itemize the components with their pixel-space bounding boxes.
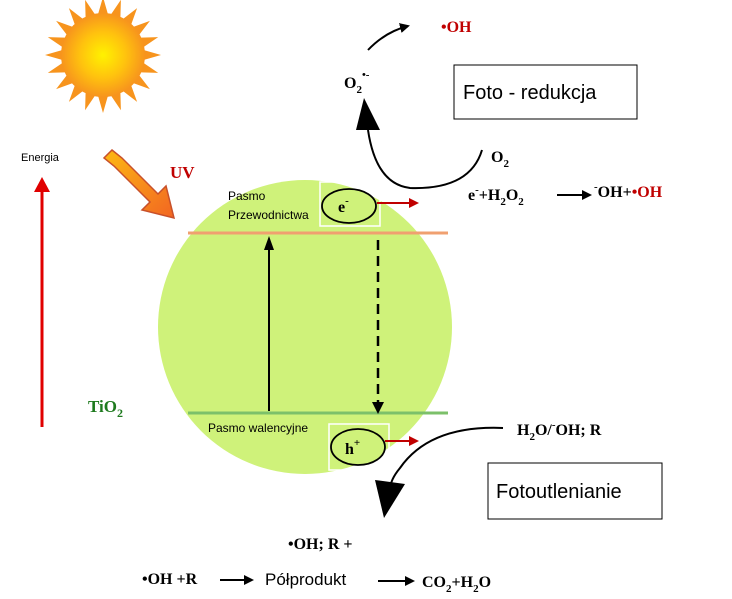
excitation-arrow xyxy=(264,236,274,411)
uv-arrow xyxy=(102,148,176,220)
electron-symbol: e- xyxy=(319,181,381,227)
foto-redukcja-box xyxy=(453,64,638,120)
o2-label: O2 xyxy=(491,149,509,170)
fotoutlenianie-label: Fotoutlenianie xyxy=(496,481,622,503)
equation-bottom-intermediate: Półprodukt xyxy=(265,570,347,589)
o2-radical-label: O2•- xyxy=(344,69,370,96)
oh-r-label: •OH; R + xyxy=(288,536,353,553)
oh-radical-top: •OH xyxy=(441,19,472,36)
energy-arrow xyxy=(34,177,50,427)
water-hydroxide-label: H2O/-OH; R xyxy=(517,419,602,443)
uv-label: UV xyxy=(170,163,195,182)
hole-symbol: h+ xyxy=(328,423,390,471)
equation-bottom-products: CO2+H2O xyxy=(422,574,491,595)
energia-label: Energia xyxy=(21,152,60,164)
equation-bottom-left: •OH +R xyxy=(142,571,198,588)
svg-text:h+: h+ xyxy=(345,437,360,458)
tio2-label: TiO2 xyxy=(88,397,123,420)
svg-text:e-: e- xyxy=(338,195,349,216)
reduction-curve-arrow xyxy=(356,98,483,190)
fotoutlenianie-box xyxy=(487,462,663,520)
oxidation-curve-arrow xyxy=(375,426,504,518)
recombination-arrow xyxy=(372,240,384,414)
valence-band-label: Pasmo walencyjne xyxy=(208,421,308,435)
conduction-band-label: Pasmo Przewodnictwa xyxy=(228,189,309,222)
foto-redukcja-label: Foto - redukcja xyxy=(463,82,597,104)
reduction-top-arrow xyxy=(367,23,410,51)
equation-peroxide-left: e-+H2O2 xyxy=(468,184,524,208)
equation-peroxide-right: -OH+•OH xyxy=(594,181,663,201)
sun-icon xyxy=(45,0,161,113)
